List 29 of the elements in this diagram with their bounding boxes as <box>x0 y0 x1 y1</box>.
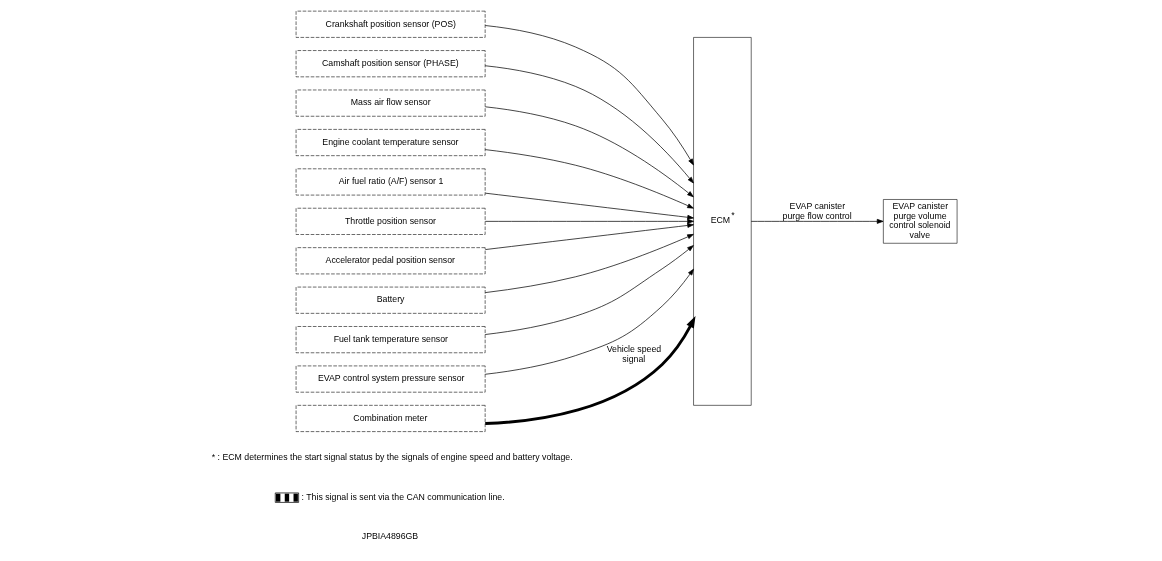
node-box: Air fuel ratio (A/F) sensor 1 <box>295 168 485 196</box>
node-box: Crankshaft position sensor (POS) <box>295 10 485 38</box>
arrow <box>484 25 694 166</box>
arrow <box>484 149 694 209</box>
label: JPBIA4896GB <box>361 530 418 541</box>
node-box: EVAP control system pressure sensor <box>295 365 485 393</box>
arrow <box>750 218 883 224</box>
legend-label: : This signal is sent via the CAN communication line. <box>301 491 505 502</box>
edge-label: EVAP canister purge flow control <box>782 201 852 221</box>
arrow <box>484 192 694 220</box>
node-box: Combination meter <box>295 405 485 432</box>
node-box: EVAP canister purge volume control solenoid valve <box>882 199 957 244</box>
node-box: Engine coolant temperature sensor <box>295 129 485 156</box>
node-box: Accelerator pedal position sensor <box>295 247 485 275</box>
arrow <box>484 234 694 293</box>
arrow <box>484 218 694 224</box>
node-box: Mass air flow sensor <box>295 89 485 117</box>
arrow <box>484 268 694 375</box>
arrow <box>484 65 694 184</box>
edge-label: Vehicle speed signal <box>606 344 661 364</box>
arrow <box>484 245 694 335</box>
arrow <box>484 106 694 198</box>
node-box: Camshaft position sensor (PHASE) <box>295 50 485 78</box>
node-box: Throttle position sensor <box>295 207 485 235</box>
node-box: Battery <box>295 286 485 314</box>
node-box: Fuel tank temperature sensor <box>295 326 485 354</box>
arrow <box>484 316 695 426</box>
label: * : ECM determines the start signal status by the signals of engine speed and battery voltage. <box>211 452 573 463</box>
arrow <box>484 223 694 250</box>
